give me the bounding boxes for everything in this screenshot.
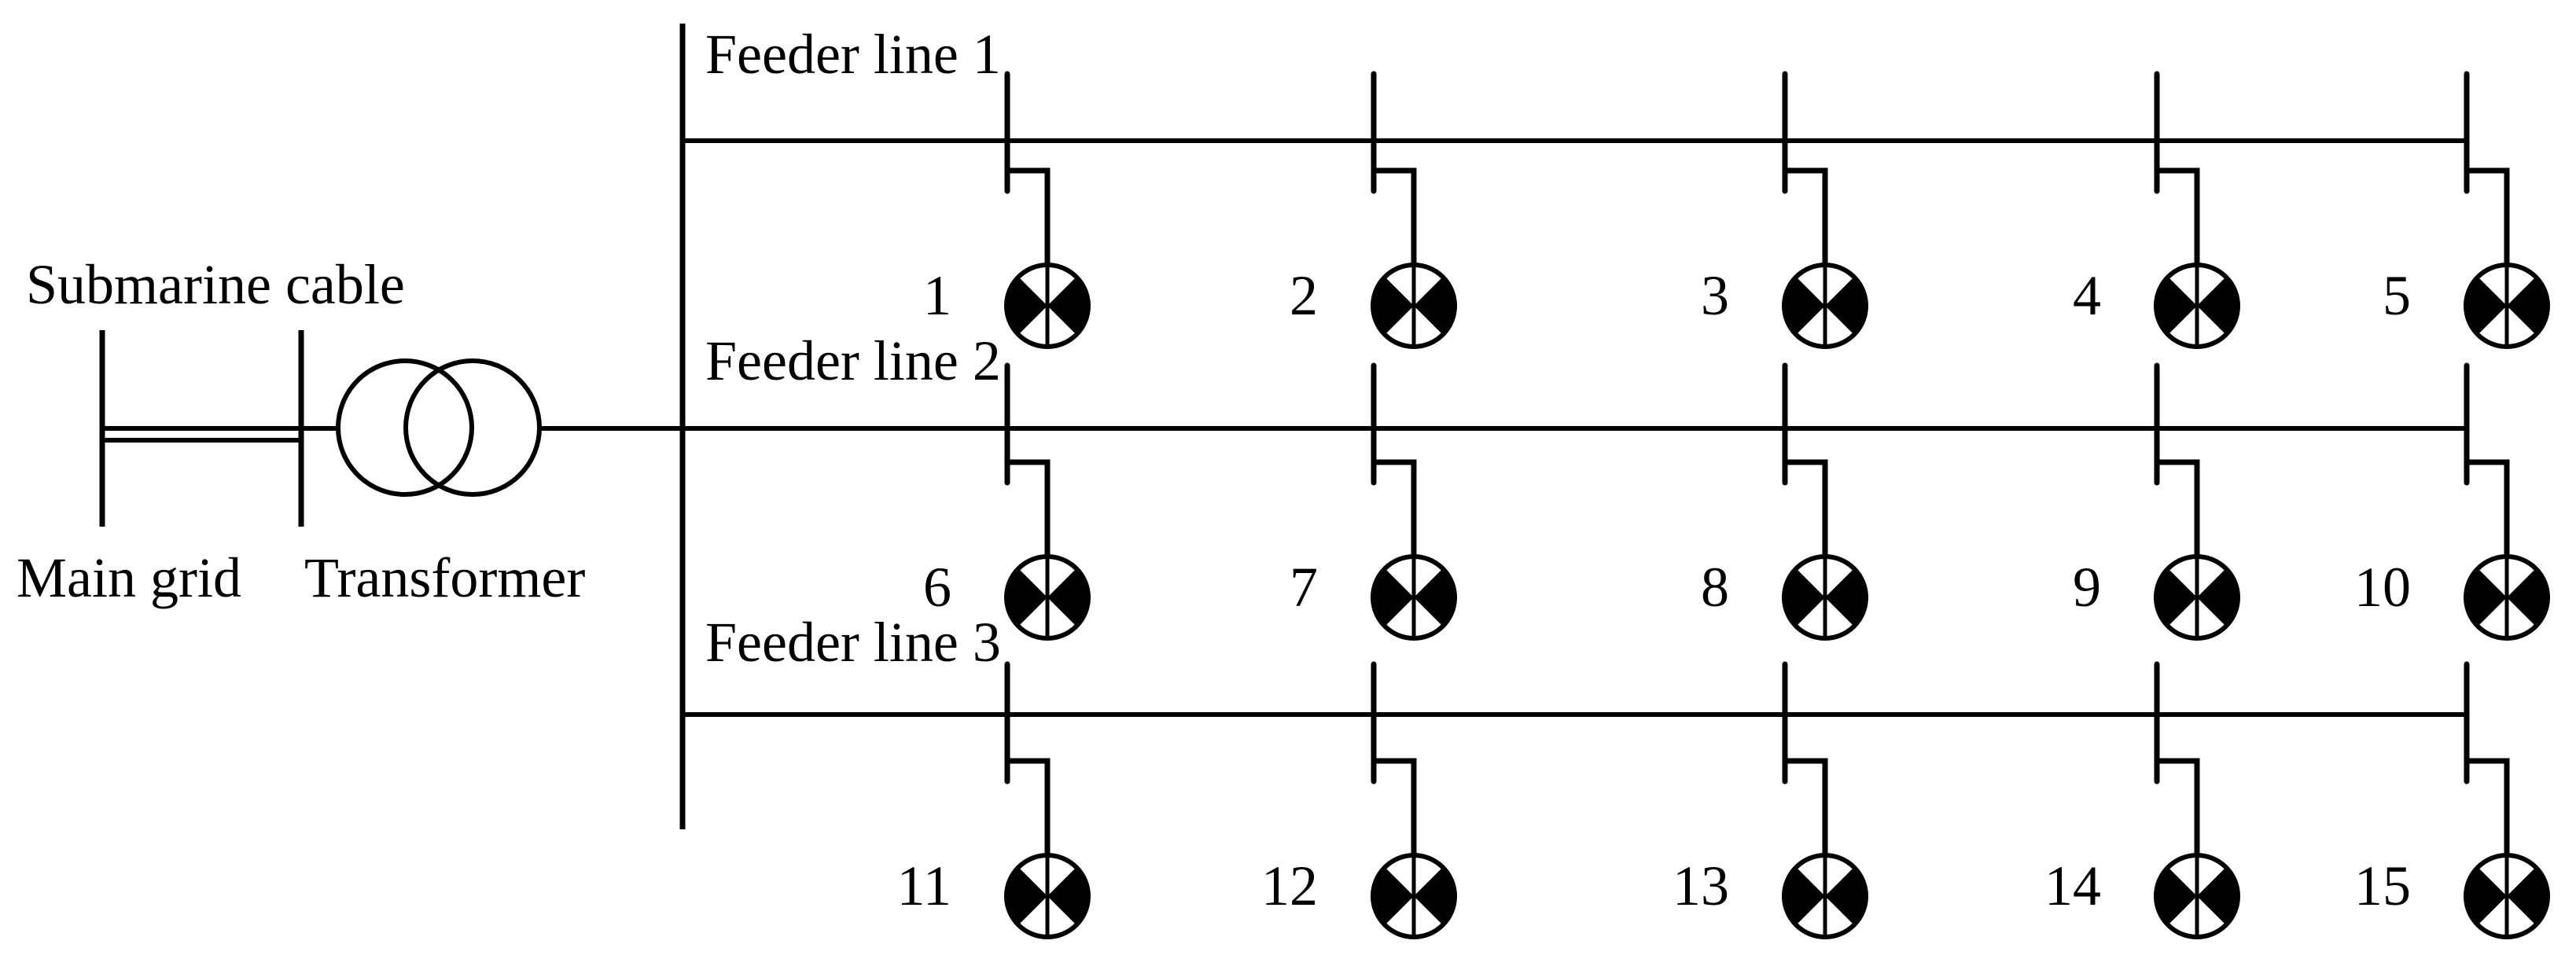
turbine-8-drop-line [1785,459,1828,557]
turbine-11-left-wedge [1006,867,1047,925]
turbine-9-right-wedge [2197,568,2239,626]
turbine-13-drop-line [1785,758,1828,855]
turbine-10-drop-line [2467,459,2510,557]
turbine-12-left-wedge [1372,867,1414,925]
turbine-15-left-wedge [2465,867,2507,925]
turbine-2-right-wedge [1414,277,1455,335]
turbine-7-left-wedge [1372,568,1414,626]
turbine-3-drop-line [1785,167,1828,265]
turbine-8-right-wedge [1825,568,1867,626]
turbine-7-drop-line [1374,459,1417,557]
feeder-line-2-label: Feeder line 2 [705,329,1001,392]
turbine-12-number-label: 12 [1261,854,1318,917]
feeder-line-3-label: Feeder line 3 [705,611,1001,674]
turbine-15-right-wedge [2507,867,2548,925]
turbine-9-left-wedge [2155,568,2197,626]
feeder-line-1-label: Feeder line 1 [705,23,1001,86]
turbine-3-right-wedge [1825,277,1867,335]
turbine-5-left-wedge [2465,277,2507,335]
turbine-9-drop-line [2157,459,2200,557]
turbine-1-right-wedge [1047,277,1089,335]
turbine-4-left-wedge [2155,277,2197,335]
transformer-primary-winding-icon [336,358,474,497]
turbine-12-right-wedge [1414,867,1455,925]
turbine-7-right-wedge [1414,568,1455,626]
turbine-15-number-label: 15 [2354,854,2411,917]
turbine-1-left-wedge [1006,277,1047,335]
turbine-6-number-label: 6 [923,556,951,619]
turbine-10-right-wedge [2507,568,2548,626]
turbine-1-number-label: 1 [923,264,951,327]
turbine-10-number-label: 10 [2354,556,2411,619]
turbine-14-left-wedge [2155,867,2197,925]
turbine-14-number-label: 14 [2044,854,2101,917]
turbine-2-drop-line [1374,167,1417,265]
turbine-9-number-label: 9 [2073,556,2101,619]
turbine-2-left-wedge [1372,277,1414,335]
turbine-13-number-label: 13 [1673,854,1729,917]
turbine-5-drop-line [2467,167,2510,265]
turbine-1-drop-line [1007,167,1051,265]
turbine-4-number-label: 4 [2073,264,2101,327]
turbine-15-drop-line [2467,758,2510,855]
turbine-8-number-label: 8 [1701,556,1729,619]
turbine-4-right-wedge [2197,277,2239,335]
turbine-13-right-wedge [1825,867,1867,925]
turbine-13-left-wedge [1783,867,1825,925]
turbine-2-number-label: 2 [1290,264,1318,327]
turbine-3-left-wedge [1783,277,1825,335]
turbine-5-number-label: 5 [2383,264,2411,327]
main-grid-label: Main grid [17,546,241,609]
submarine-cable-label: Submarine cable [26,253,405,316]
turbine-11-drop-line [1007,758,1051,855]
turbine-10-left-wedge [2465,568,2507,626]
turbine-6-left-wedge [1006,568,1047,626]
turbine-11-number-label: 11 [896,854,951,917]
turbine-12-drop-line [1374,758,1417,855]
turbine-7-number-label: 7 [1290,556,1318,619]
transformer-label: Transformer [304,546,586,609]
turbine-14-right-wedge [2197,867,2239,925]
turbine-11-right-wedge [1047,867,1089,925]
turbine-8-left-wedge [1783,568,1825,626]
turbine-6-right-wedge [1047,568,1089,626]
turbine-4-drop-line [2157,167,2200,265]
turbine-5-right-wedge [2507,277,2548,335]
turbine-3-number-label: 3 [1701,264,1729,327]
turbine-6-drop-line [1007,459,1051,557]
turbine-14-drop-line [2157,758,2200,855]
